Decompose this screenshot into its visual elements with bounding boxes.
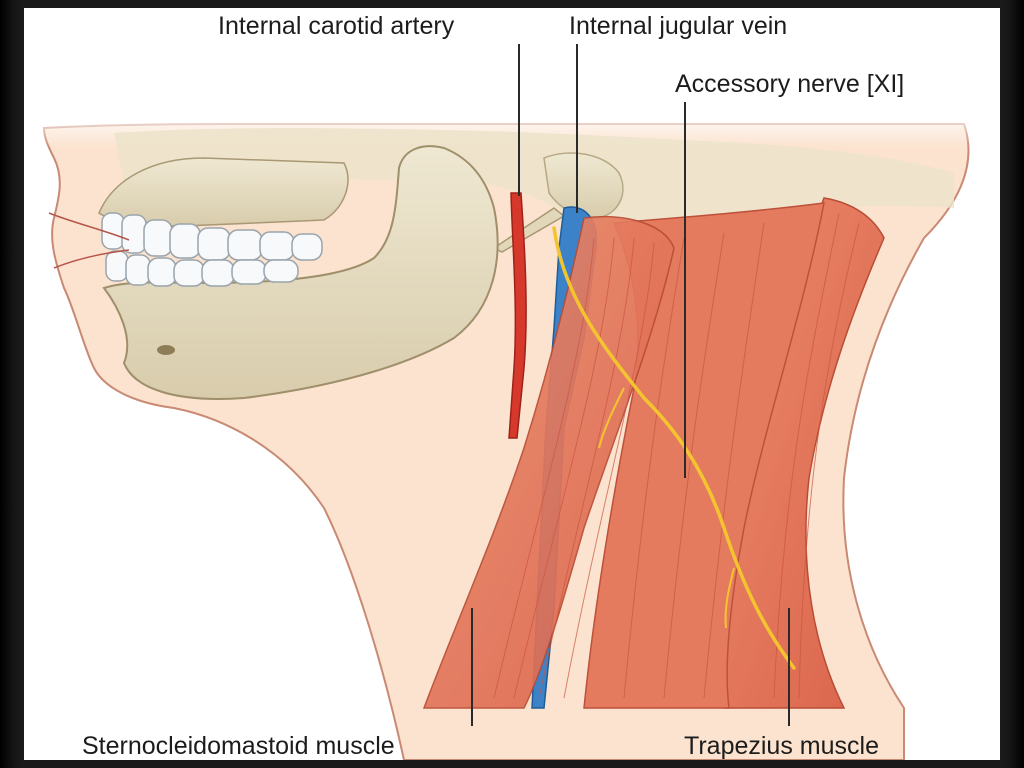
internal-carotid-artery bbox=[508, 192, 527, 439]
mental-foramen bbox=[157, 345, 175, 355]
accessory-nerve-branch-2 bbox=[724, 567, 735, 629]
sternocleidomastoid-muscle bbox=[422, 216, 675, 709]
neck-anatomy-illustration bbox=[24, 44, 1000, 760]
label-sternocleidomastoid-muscle: Sternocleidomastoid muscle bbox=[82, 732, 395, 760]
label-trapezius-muscle: Trapezius muscle bbox=[684, 732, 879, 760]
anatomy-illustration-panel: Internal carotid artery Internal jugular… bbox=[24, 8, 1000, 760]
label-internal-jugular-vein: Internal jugular vein bbox=[569, 12, 788, 40]
label-accessory-nerve: Accessory nerve [XI] bbox=[675, 70, 905, 98]
label-internal-carotid-artery: Internal carotid artery bbox=[218, 12, 455, 40]
lip-line bbox=[48, 212, 130, 241]
leader-lines bbox=[471, 44, 790, 726]
accessory-nerve-branch bbox=[598, 387, 625, 449]
accessory-nerve bbox=[552, 226, 796, 670]
teeth bbox=[101, 212, 323, 287]
skull-base bbox=[114, 128, 954, 223]
muscle-fibers bbox=[493, 212, 860, 699]
lip-line-lower bbox=[53, 249, 130, 269]
